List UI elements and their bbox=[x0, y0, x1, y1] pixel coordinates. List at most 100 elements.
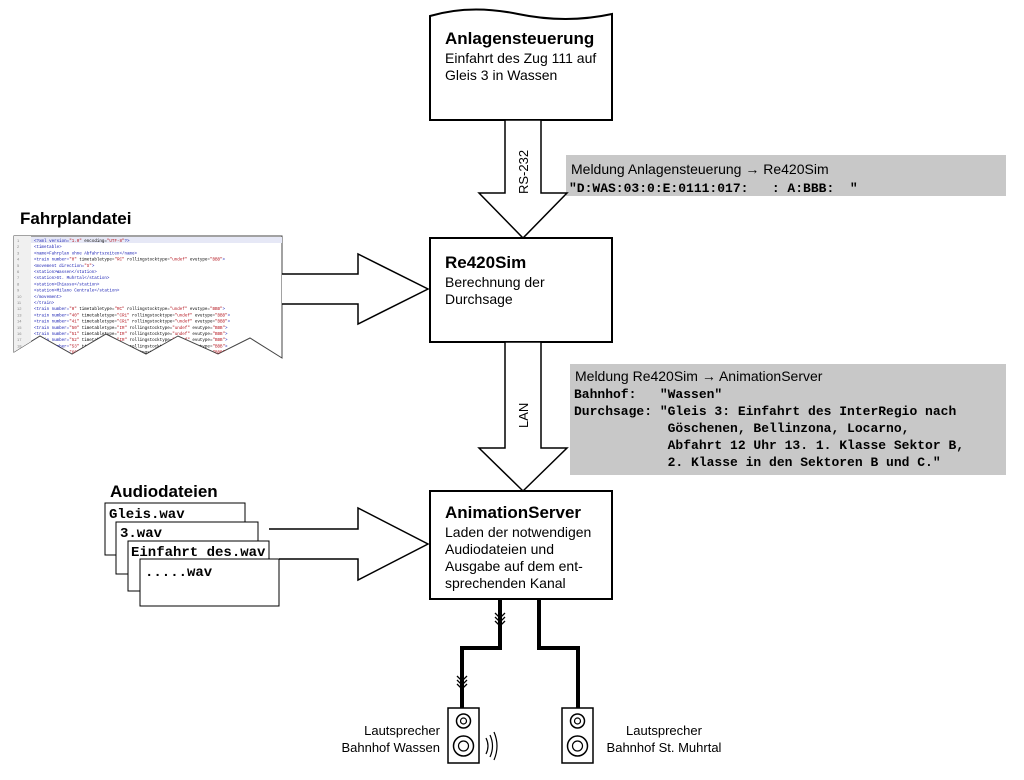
sound-waves-icon bbox=[485, 731, 498, 761]
node-title: AnimationServer bbox=[445, 503, 581, 522]
code-line-number: 13 bbox=[17, 312, 22, 317]
code-line: </movement> bbox=[34, 295, 62, 300]
node-shape bbox=[429, 8, 613, 121]
speaker-label-line: Lautsprecher bbox=[364, 723, 441, 738]
speaker-wassen: Lautsprecher Bahnhof Wassen bbox=[341, 707, 498, 764]
audio-file-name: Einfahrt des.wav bbox=[131, 545, 266, 561]
node-animationserver: AnimationServer Laden der notwendigen Au… bbox=[429, 490, 613, 600]
node-text-line: Gleis 3 in Wassen bbox=[445, 67, 557, 83]
speaker-icon bbox=[447, 707, 480, 764]
node-re420sim: Re420Sim Berechnung der Durchsage bbox=[429, 237, 613, 343]
message-line: "D:WAS:03:0:E:0111:017: : A:BBB: " bbox=[569, 181, 858, 196]
code-line-number: 3 bbox=[17, 250, 20, 255]
code-line: <train number="60" timetabletype="IR" ro… bbox=[34, 351, 228, 356]
message-box-background bbox=[570, 364, 1006, 475]
link-label: RS-232 bbox=[516, 150, 531, 194]
code-line-number: 17 bbox=[17, 337, 22, 342]
arrow-shape bbox=[477, 119, 569, 240]
code-line: <?xml version="1.0" encoding="UTF-8"?> bbox=[34, 239, 130, 244]
arrow-lan: LAN bbox=[477, 341, 569, 493]
audio-file-name: 3.wav bbox=[120, 526, 163, 542]
node-text-line: sprechenden Kanal bbox=[445, 575, 566, 591]
arrow-audio-to-animationserver bbox=[269, 506, 430, 582]
audio-file-name: .....wav bbox=[145, 565, 213, 581]
speaker-label-line: Lautsprecher bbox=[626, 723, 703, 738]
code-line-number: 1 bbox=[17, 238, 20, 243]
cable-to-st-muhrtal bbox=[537, 599, 580, 708]
file-outline bbox=[13, 235, 283, 359]
code-line-number: 11 bbox=[17, 300, 22, 305]
code-line-number: 15 bbox=[17, 325, 22, 330]
line-number-gutter bbox=[14, 236, 31, 358]
message-header: Meldung Anlagensteuerung → Re420Sim bbox=[571, 161, 829, 177]
code-line: <train number="0" timetabletype="RC" rol… bbox=[34, 258, 226, 263]
code-line: <station>Milano Centrale</station> bbox=[34, 289, 120, 294]
message-line: Bahnhof: "Wassen" bbox=[574, 387, 722, 402]
fahrplandatei-title: Fahrplandatei bbox=[20, 209, 131, 228]
speaker-icon bbox=[561, 707, 594, 764]
audio-file-name: Gleis.wav bbox=[109, 507, 185, 523]
node-title: Anlagensteuerung bbox=[445, 29, 594, 48]
audio-files-stack: Gleis.wav 3.wav Einfahrt des.wav .....wa… bbox=[104, 502, 280, 607]
code-line: <name>Fahrplan ohne Abfahrtszeiten</name… bbox=[34, 251, 138, 256]
code-line-number: 4 bbox=[17, 257, 20, 262]
node-text-line: Laden der notwendigen bbox=[445, 524, 591, 540]
fahrplan-file-preview: 1 <?xml version="1.0" encoding="UTF-8"?> 2… bbox=[13, 235, 283, 359]
code-line: <station>Wassen</station> bbox=[34, 270, 97, 275]
speaker-cables bbox=[456, 599, 580, 708]
audio-file-card: .....wav bbox=[139, 558, 280, 607]
code-line: <train number="52" timetabletype="IR" ro… bbox=[34, 338, 228, 343]
code-line: <station>Chiasso</station> bbox=[34, 282, 100, 287]
node-title: Re420Sim bbox=[445, 253, 526, 272]
message-line: Abfahrt 12 Uhr 13. 1. Klasse Sektor B, bbox=[574, 438, 964, 453]
node-text-line: Berechnung der bbox=[445, 274, 545, 290]
message-line: Durchsage: "Gleis 3: Einfahrt des InterR… bbox=[574, 404, 956, 419]
code-highlight bbox=[31, 237, 282, 243]
audiodateien-title: Audiodateien bbox=[110, 482, 218, 501]
node-shape bbox=[429, 237, 613, 343]
code-line-number: 14 bbox=[17, 319, 22, 324]
code-line-number: 2 bbox=[17, 244, 20, 249]
message-anlagen-to-re420sim: Meldung Anlagensteuerung → Re420Sim "D:W… bbox=[566, 155, 1006, 196]
arrow-rs232: RS-232 bbox=[477, 119, 569, 240]
code-line: <timetable> bbox=[34, 245, 62, 250]
speaker-st-muhrtal: Lautsprecher Bahnhof St. Muhrtal bbox=[561, 707, 722, 764]
node-text-line: Audiodateien und bbox=[445, 541, 554, 557]
message-box-background bbox=[566, 155, 1006, 196]
code-line: <station>St. Muhrtal</station> bbox=[34, 276, 110, 281]
speaker-label-line: Bahnhof Wassen bbox=[341, 740, 440, 755]
code-line: <train number="0" timetabletype="RC" rol… bbox=[34, 307, 226, 312]
code-line-number: 18 bbox=[17, 343, 22, 348]
node-text-line: Ausgabe auf dem ent- bbox=[445, 558, 583, 574]
code-line: <train number="50" timetabletype="IR" ro… bbox=[34, 326, 228, 331]
arrow-fahrplan-to-re420sim bbox=[282, 252, 430, 326]
arrow-shape bbox=[269, 506, 430, 582]
code-line-number: 16 bbox=[17, 331, 22, 336]
code-line: </train> bbox=[34, 301, 55, 306]
arrow-shape bbox=[282, 252, 430, 326]
speaker-label-line: Bahnhof St. Muhrtal bbox=[607, 740, 722, 755]
code-line-number: 8 bbox=[17, 281, 20, 286]
message-line: Göschenen, Bellinzona, Locarno, bbox=[574, 421, 909, 436]
signal-chevrons-icon bbox=[456, 612, 506, 690]
code-line-number: 6 bbox=[17, 269, 20, 274]
message-re420sim-to-animationserver: Meldung Re420Sim → AnimationServer Bahnh… bbox=[570, 364, 1006, 475]
arrow-shape bbox=[477, 341, 569, 493]
code-line-number: 19 bbox=[17, 350, 22, 355]
message-line: 2. Klasse in den Sektoren B und C." bbox=[574, 455, 941, 470]
node-text-line: Durchsage bbox=[445, 291, 513, 307]
message-header: Meldung Re420Sim → AnimationServer bbox=[575, 368, 823, 384]
node-text-line: Einfahrt des Zug 111 auf bbox=[445, 50, 596, 66]
code-line-number: 5 bbox=[17, 263, 20, 268]
code-line: <train number="40" timetabletype="CR1" r… bbox=[34, 313, 231, 318]
link-label: LAN bbox=[516, 403, 531, 428]
node-anlagensteuerung: Anlagensteuerung Einfahrt des Zug 111 au… bbox=[429, 8, 613, 121]
code-line-number: 10 bbox=[17, 294, 22, 299]
cable-to-wassen bbox=[460, 599, 502, 708]
code-line: <train number="51" timetabletype="IR" ro… bbox=[34, 332, 228, 337]
code-line: <movement direction="S"> bbox=[34, 264, 95, 269]
code-line-number: 12 bbox=[17, 306, 22, 311]
code-line: <train number="41" timetabletype="CR1" r… bbox=[34, 320, 231, 325]
code-line-number: 9 bbox=[17, 288, 20, 293]
